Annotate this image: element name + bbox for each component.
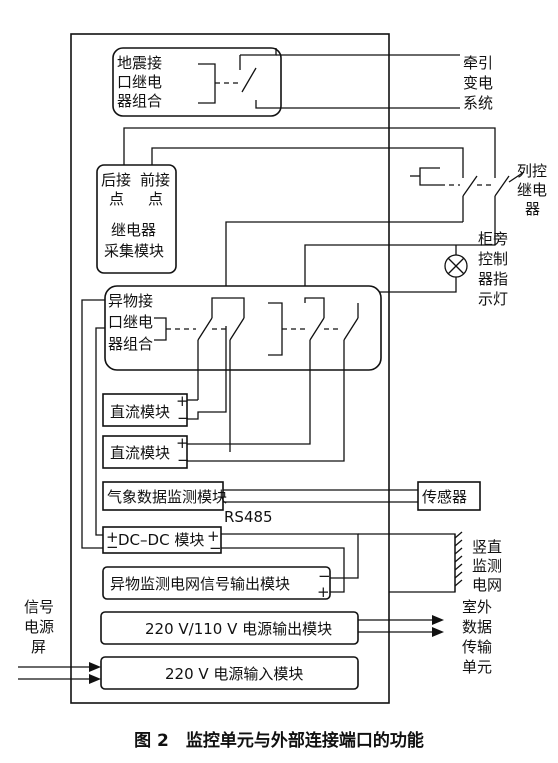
front-contact-label-1: 前接 — [140, 171, 170, 189]
vertical-grid-label-1: 竖直 — [472, 538, 502, 556]
column-relay-label-1: 列控 — [517, 162, 547, 180]
cabinet-lamp-label-4: 示灯 — [478, 290, 508, 308]
grid-output-minus: − — [318, 567, 331, 585]
dc-module-2-plus: + — [176, 434, 189, 452]
foreign-relay-symbols — [154, 297, 359, 452]
dc-module-1-box — [102, 393, 188, 427]
signal-power-label-1: 信号 — [24, 598, 54, 616]
outdoor-label-4: 单元 — [462, 658, 492, 676]
arrowhead-out-1 — [432, 615, 444, 625]
cabinet-lamp-label-2: 控制 — [478, 250, 508, 268]
dc1-wire-minus — [187, 326, 227, 420]
outdoor-label-2: 数据 — [462, 618, 492, 636]
power-output-module-label: 220 V/110 V 电源输出模块 — [145, 620, 332, 638]
column-relay-pointer — [508, 171, 525, 183]
power-input-module-label: 220 V 电源输入模块 — [165, 665, 303, 683]
dc-module-1-minus: − — [177, 409, 190, 427]
dc-module-1-plus: + — [176, 392, 189, 410]
cabinet-lamp-label-1: 柜旁 — [478, 230, 508, 248]
dcdc-module-box — [102, 526, 222, 554]
cabinet-lamp-label-3: 器指 — [478, 270, 508, 288]
dcdc-out-minus — [221, 547, 345, 593]
dcdc-plus-left: + — [106, 528, 119, 546]
signal-power-label-2: 电源 — [24, 618, 54, 636]
column-relay-symbol — [410, 160, 510, 222]
relay-collect-name-2: 采集模块 — [104, 242, 164, 260]
left-bus-wire-1 — [95, 327, 105, 536]
sensor-box — [417, 481, 481, 511]
power-input-module-box — [100, 656, 359, 690]
foreign-relay-label-1: 异物接 — [108, 292, 153, 310]
dcdc-minus-right: − — [209, 539, 222, 557]
front-contact-label-2: 点 — [148, 190, 163, 208]
cabinet-lamp-wire — [304, 222, 496, 303]
dcdc-plus-right: + — [207, 527, 220, 545]
sensor-label: 传感器 — [422, 488, 467, 506]
vertical-grid-label-3: 电网 — [472, 576, 502, 594]
traction-label-1: 牵引 — [463, 54, 493, 72]
seismic-relay-group-box — [112, 47, 282, 117]
vertical-grid-hatch — [454, 531, 463, 592]
rear-contact-label-2: 点 — [109, 190, 124, 208]
dc2-wire-plus — [187, 438, 311, 445]
seismic-label-2: 口继电 — [117, 73, 162, 91]
grid-output-module-label: 异物监测电网信号输出模块 — [110, 575, 290, 593]
column-relay-label-2: 继电 — [517, 181, 547, 199]
power-output-module-box — [100, 611, 359, 645]
arrowhead-out-2 — [432, 627, 444, 637]
seismic-label-1: 地震接 — [117, 54, 162, 72]
dc2-wire-minus — [187, 438, 345, 462]
foreign-relay-label-3: 器组合 — [108, 335, 153, 353]
dc-module-2-label: 直流模块 — [110, 444, 170, 462]
outdoor-label-3: 传输 — [462, 638, 492, 656]
grid-output-plus: + — [317, 583, 330, 601]
rear-contact-label-1: 后接 — [101, 171, 131, 189]
weather-module-box — [102, 481, 224, 511]
dc-module-1-label: 直流模块 — [110, 403, 170, 421]
grid-output-module-box — [102, 566, 331, 600]
relay-collect-module-box — [96, 164, 177, 274]
arrowhead-in-2 — [89, 674, 101, 684]
outdoor-label-1: 室外 — [462, 598, 492, 616]
vertical-grid-label-2: 监测 — [472, 557, 502, 575]
weather-module-label: 气象数据监测模块 — [107, 488, 227, 506]
dcdc-module-label: DC–DC 模块 — [118, 531, 204, 549]
foreign-relay-label-2: 口继电 — [108, 313, 153, 331]
column-relay-label-3: 器 — [525, 200, 540, 218]
traction-label-2: 变电 — [463, 74, 493, 92]
left-bus-wire-2 — [81, 299, 105, 549]
front-contact-wire — [151, 147, 464, 165]
relay-collect-name-1: 继电器 — [111, 221, 156, 239]
rear-contact-wire — [123, 127, 496, 165]
figure-caption: 图 2 监控单元与外部连接端口的功能 — [134, 730, 424, 751]
dcdc-minus-left: − — [106, 538, 119, 556]
dc-module-2-minus: − — [177, 451, 190, 469]
seismic-label-3: 器组合 — [117, 92, 162, 110]
dc-module-2-box — [102, 435, 188, 469]
signal-power-label-3: 屏 — [31, 638, 46, 656]
traction-label-3: 系统 — [463, 94, 493, 112]
rs485-label: RS485 — [224, 508, 273, 526]
arrowhead-in-1 — [89, 662, 101, 672]
